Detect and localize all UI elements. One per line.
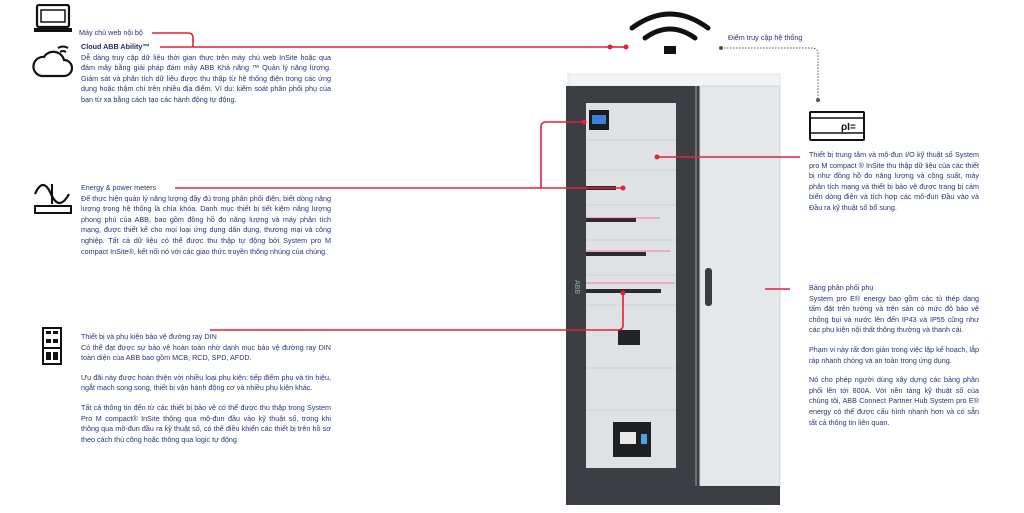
energy-title: Energy & power meters [81,183,157,192]
din-rail-icon [42,327,62,365]
sine-meter-icon [33,183,72,214]
energy-section: Energy & power meters Để thực hiện quản … [81,183,331,257]
din-section: Thiết bị và phụ kiện bảo vệ đường ray DI… [81,332,331,454]
abb-logo: ABB [573,280,580,294]
door-handle-right [705,268,712,306]
cloud-text: Dễ dàng truy cập dữ liệu thời gian thực … [81,52,331,104]
din-title: Thiết bị và phụ kiện bảo vệ đường ray DI… [81,332,217,341]
sub-title: Bảng phân phối phụ [809,283,874,292]
svg-text:ρI=: ρI= [841,122,856,133]
door-handle-left [680,268,687,306]
cloud-title: Cloud ABB Ability™ [81,42,150,51]
local-server-label: Máy chủ web nội bộ [79,28,143,37]
sub-paragraph: System pro E® energy bao gồm các tủ thép… [809,293,979,335]
switchboard-cabinet: ABB [566,73,781,505]
sub-paragraph: Nó cho phép người dùng xây dựng các bảng… [809,375,979,427]
din-paragraph: Tất cả thông tin đến từ các thiết bị bảo… [81,402,331,444]
sub-paragraph: Phạm vi này rất đơn giản trong việc lập … [809,344,979,365]
cloud-section: Cloud ABB Ability™ Dễ dàng truy cập dữ l… [81,42,331,106]
energy-text: Để thực hiện quản lý năng lượng đầy đủ t… [81,193,331,256]
sub-distribution-section: Bảng phân phối phụ System pro E® energy … [809,283,979,437]
cloud-wifi-icon [32,45,74,78]
wifi-icon [629,11,711,54]
access-point-label: Điểm truy cập hệ thống [728,33,803,42]
insite-text: Thiết bị trung tâm và mô-đun I/O kỹ thuậ… [809,150,979,212]
io-module-icon: ρI= [809,111,865,141]
din-paragraph: Có thể đạt được sự bảo vệ hoàn toàn nhờ … [81,342,331,363]
laptop-icon [34,4,72,32]
din-paragraph: Ưu đãi này được hoàn thiện với nhiều loạ… [81,372,331,393]
